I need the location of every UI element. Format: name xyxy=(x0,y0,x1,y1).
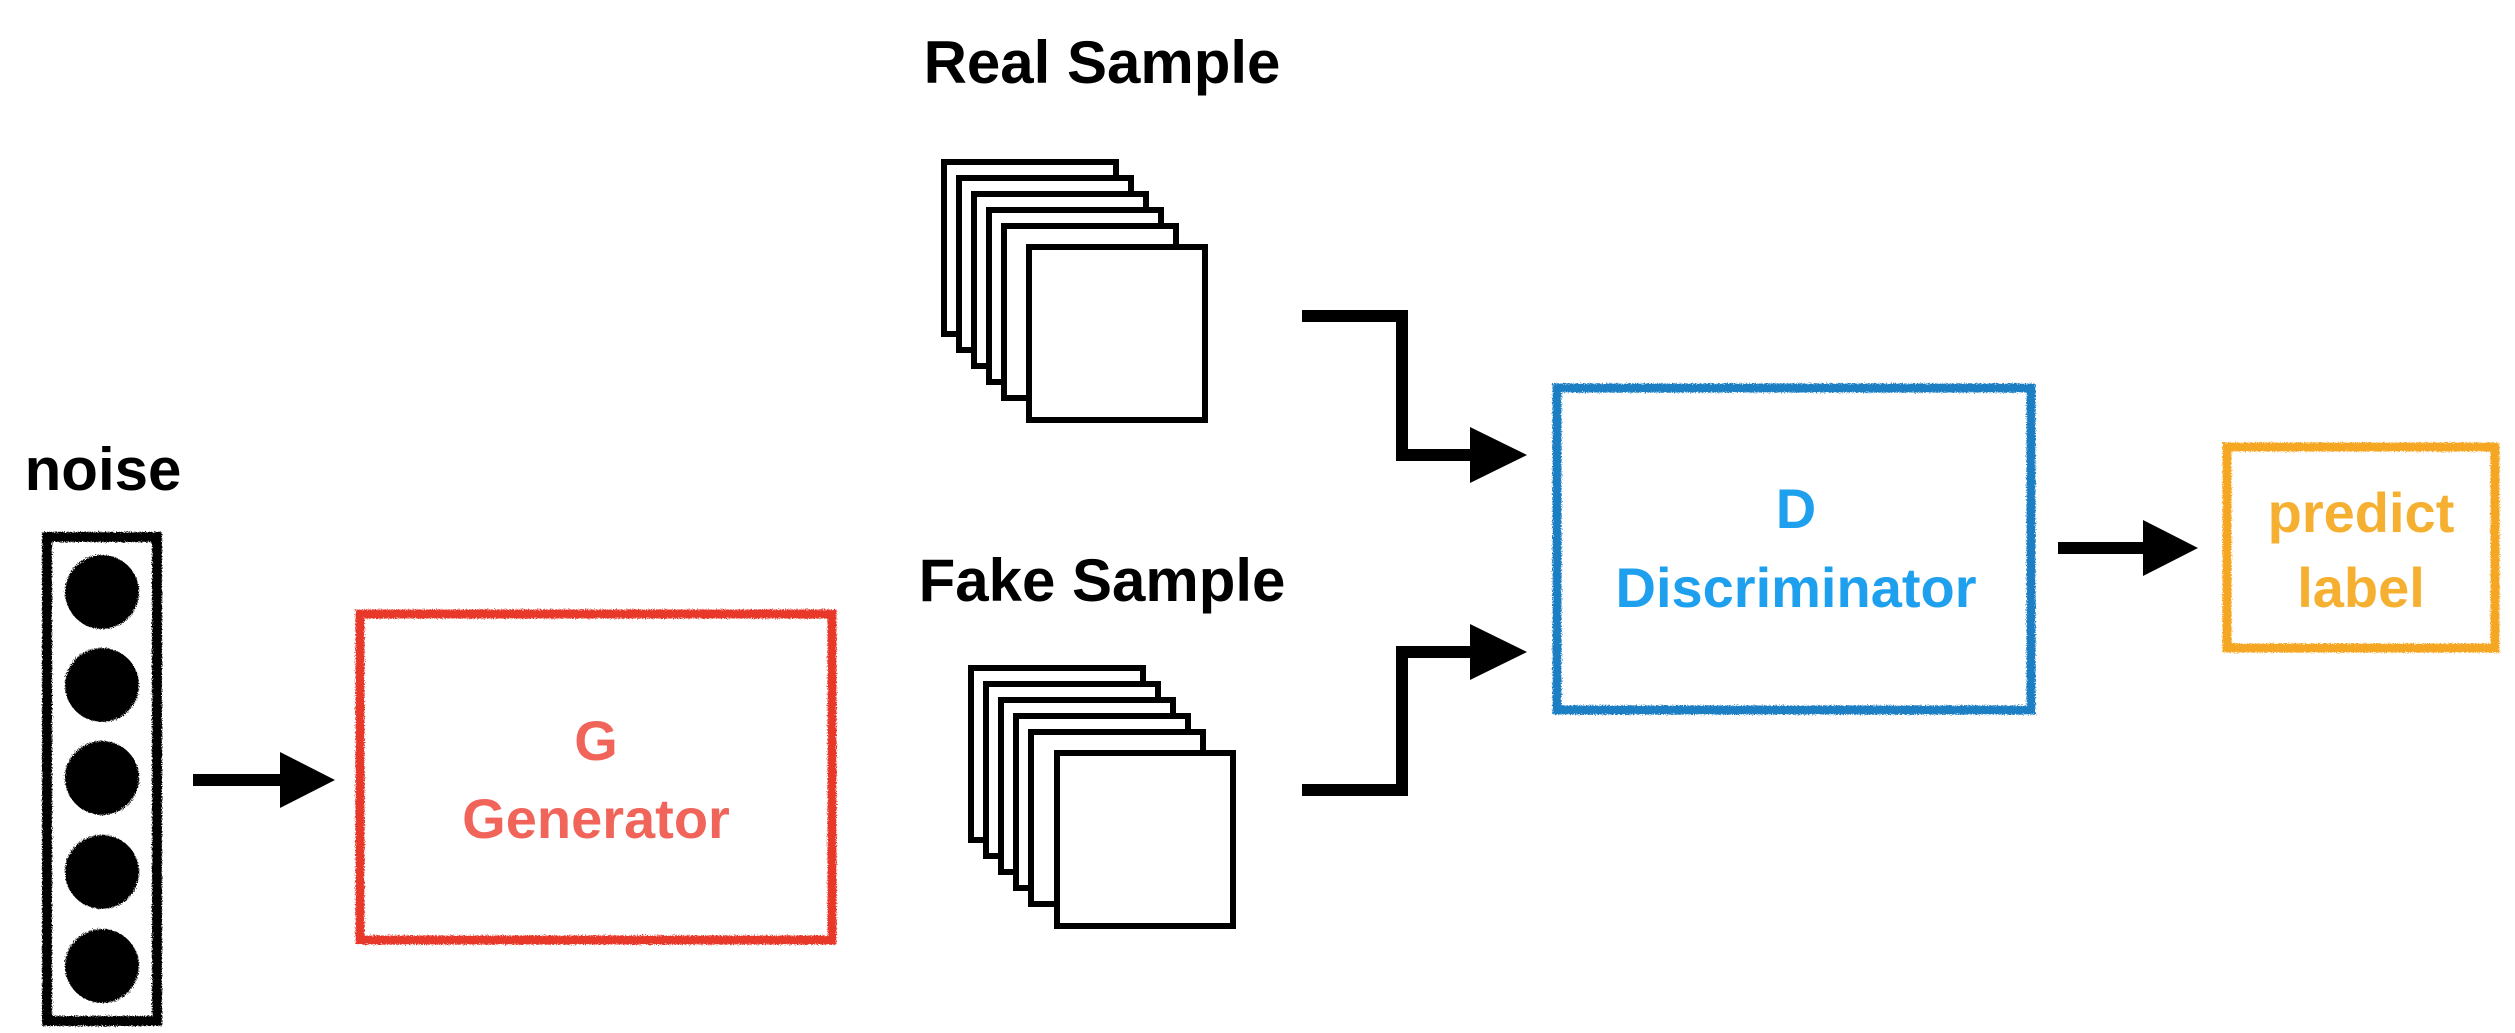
noise-node xyxy=(65,835,139,909)
predict-text-line2: label xyxy=(2297,556,2425,619)
noise-label: noise xyxy=(25,436,182,503)
generator-letter: G xyxy=(574,709,618,772)
noise-vector-frame xyxy=(42,532,162,1026)
fake-sample-stack xyxy=(968,665,1236,929)
noise-node xyxy=(65,555,139,629)
fake-sample-label: Fake Sample xyxy=(919,547,1286,614)
noise-node xyxy=(65,929,139,1003)
arrow-noise-to-generator xyxy=(193,752,335,808)
discriminator-letter: D xyxy=(1776,477,1816,540)
generator-name: Generator xyxy=(462,787,730,850)
noise-vector xyxy=(42,532,162,1026)
arrow-real-to-discriminator xyxy=(1302,310,1527,483)
discriminator-name: Discriminator xyxy=(1616,556,1977,619)
arrow-discriminator-to-predict xyxy=(2058,520,2198,576)
noise-node xyxy=(65,741,139,815)
predict-text-line1: predict xyxy=(2268,481,2455,544)
generator-box: G Generator xyxy=(355,609,837,945)
real-sample-stack xyxy=(941,159,1208,423)
real-sample-front xyxy=(1026,244,1208,423)
fake-sample-front xyxy=(1054,750,1236,929)
noise-node xyxy=(65,648,139,722)
discriminator-box: D Discriminator xyxy=(1552,383,2036,715)
real-sample-label: Real Sample xyxy=(924,29,1281,96)
predict-label-box: predict label xyxy=(2222,442,2500,653)
arrow-fake-to-discriminator xyxy=(1302,624,1527,796)
